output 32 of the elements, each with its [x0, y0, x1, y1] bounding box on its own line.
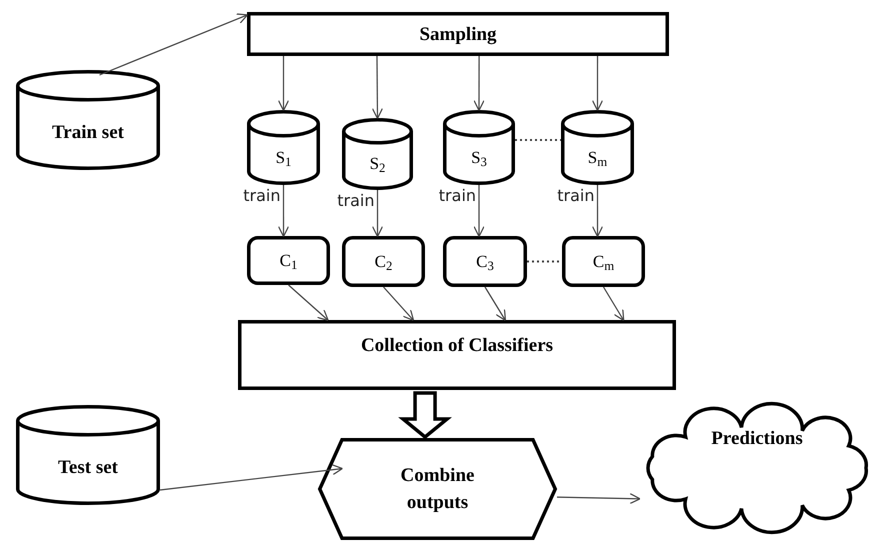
- node-label: C$_{3}$: [476, 250, 494, 274]
- node-label: S$_{2}$: [370, 153, 386, 177]
- node-label: Collection of Classifiers: [360, 334, 554, 358]
- arrow: [602, 286, 624, 322]
- node-label: S$_{m}$: [588, 146, 608, 170]
- node-label: S$_{3}$: [471, 146, 487, 170]
- node-label: Sampling: [418, 22, 498, 46]
- arrow: [484, 286, 506, 322]
- dotted-line: [515, 139, 561, 141]
- arrow: [383, 286, 414, 321]
- arrow: [473, 185, 485, 238]
- node-label: C$_{m}$: [592, 250, 614, 274]
- node-label: S$_{1}$: [276, 146, 292, 170]
- arrow: [288, 284, 329, 321]
- node-label: Train set: [51, 120, 125, 144]
- arrow: [278, 56, 290, 112]
- arrow: [99, 13, 248, 76]
- node-label: Predictions: [710, 427, 804, 451]
- node-label: C$_{1}$: [280, 250, 298, 274]
- arrow: [473, 56, 485, 112]
- dotted-line: [527, 260, 562, 262]
- arrow: [556, 493, 641, 504]
- node-label: Combine outputs: [400, 464, 476, 515]
- arrow: [372, 190, 384, 238]
- node-label: C$_{2}$: [374, 250, 392, 274]
- node-label: Test set: [57, 456, 119, 480]
- arrow: [160, 464, 343, 491]
- arrow: [592, 185, 604, 238]
- arrow: [592, 56, 604, 112]
- arrow: [372, 56, 384, 120]
- arrow: [278, 185, 290, 238]
- block-arrow: [398, 391, 452, 440]
